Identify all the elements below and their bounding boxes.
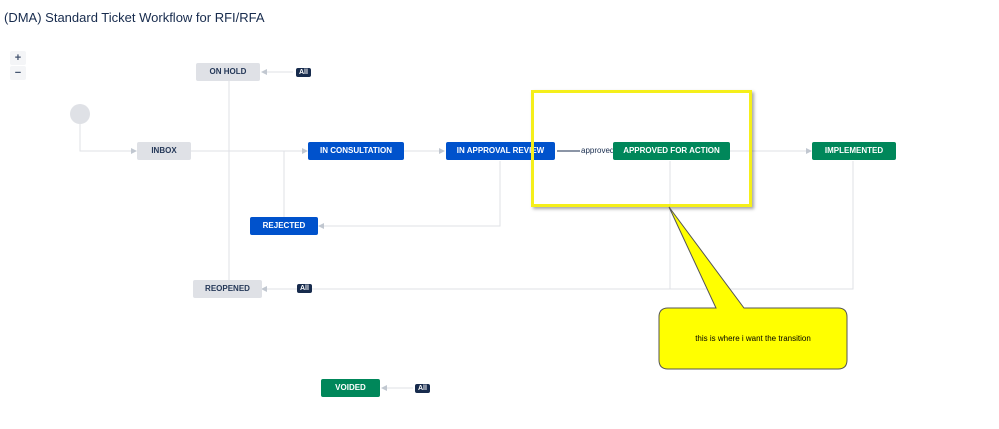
zoom-out-button[interactable]: − (10, 66, 26, 80)
status-on-hold[interactable]: ON HOLD (196, 63, 260, 81)
zoom-in-button[interactable]: + (10, 51, 26, 65)
status-approved-for-action[interactable]: APPROVED FOR ACTION (613, 142, 730, 160)
status-in-approval-review[interactable]: IN APPROVAL REVIEW (446, 142, 555, 160)
status-rejected[interactable]: REJECTED (250, 217, 318, 235)
status-reopened[interactable]: REOPENED (193, 280, 262, 298)
status-voided[interactable]: VOIDED (321, 379, 380, 397)
callout-text: this is where i want the transition (695, 334, 811, 343)
all-badge-on-hold: All (296, 68, 311, 77)
start-node (70, 104, 90, 124)
all-badge-voided: All (415, 384, 430, 393)
status-inbox[interactable]: INBOX (137, 142, 191, 160)
status-implemented[interactable]: IMPLEMENTED (812, 142, 896, 160)
page-title: (DMA) Standard Ticket Workflow for RFI/R… (4, 10, 265, 25)
approved-transition-label[interactable]: approved (580, 146, 616, 155)
highlight-box (531, 90, 752, 207)
all-badge-reopened: All (297, 284, 312, 293)
status-in-consultation[interactable]: IN CONSULTATION (308, 142, 404, 160)
